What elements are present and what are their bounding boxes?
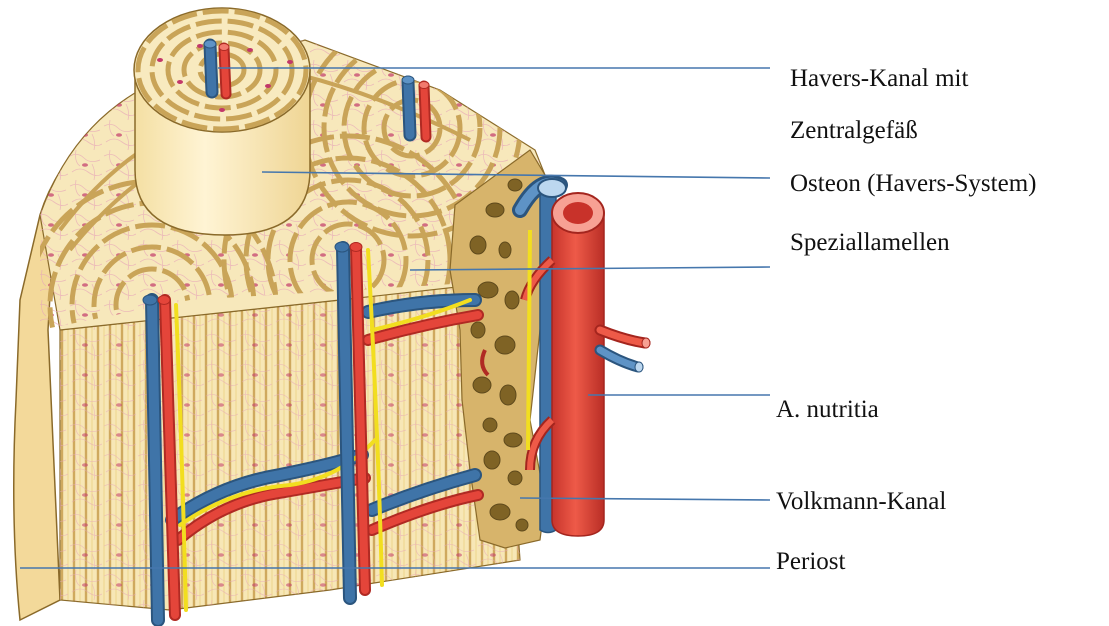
label-periost: Periost (776, 549, 845, 574)
a-nutritia-vessels (520, 179, 650, 536)
osteon-cylinder (134, 8, 310, 235)
label-speziallamellen: Speziallamellen (790, 230, 950, 255)
label-volkmann-kanal: Volkmann-Kanal (776, 489, 946, 514)
label-a-nutritia: A. nutritia (776, 397, 879, 422)
label-havers-kanal-line1: Havers-Kanal mit (790, 66, 968, 91)
label-osteon: Osteon (Havers-System) (790, 171, 1036, 196)
label-havers-kanal-line2: Zentralgefäß (790, 118, 918, 143)
